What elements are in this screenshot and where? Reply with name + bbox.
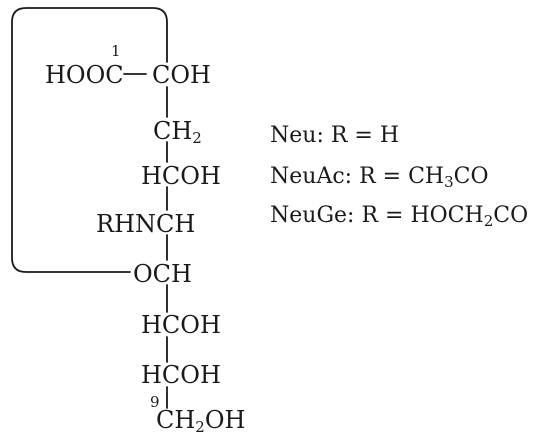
c9-label: CH2OH <box>156 406 246 436</box>
legend-neu: Neu: R = H <box>270 123 400 148</box>
c6-ring-oxygen-label: OCH <box>133 260 192 288</box>
ring-bracket <box>11 7 168 273</box>
c8-label: HCOH <box>141 361 221 389</box>
legend-neuge: NeuGe: R = HOCH2CO <box>270 203 529 230</box>
legend-neuac: NeuAc: R = CH3CO <box>270 164 489 191</box>
c2-label: COH <box>152 61 211 89</box>
c3-label: CH2 <box>153 117 202 147</box>
c1-carboxyl-label: HOOC <box>45 61 124 89</box>
c7-label: HCOH <box>141 311 221 339</box>
c4-label: HCOH <box>141 162 221 190</box>
carbon-9-number: 9 <box>150 393 160 411</box>
c5-label: RHNCH <box>96 210 196 238</box>
carbon-1-number: 1 <box>111 42 121 60</box>
